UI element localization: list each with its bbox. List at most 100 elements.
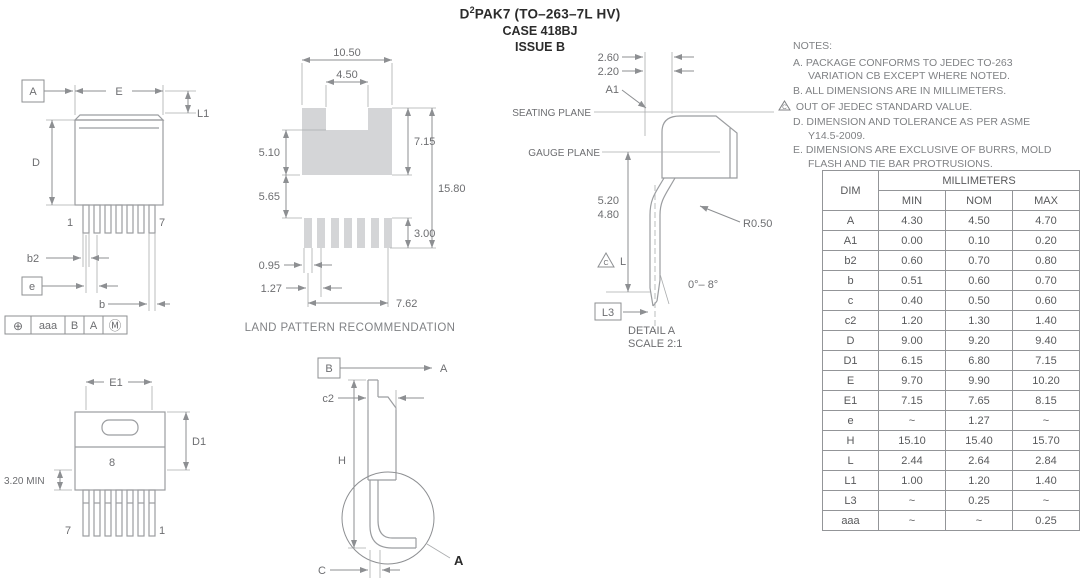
lp-notch-width-label: 4.50 bbox=[336, 69, 357, 81]
table-cell-dim: D bbox=[822, 330, 879, 351]
table-cell-min: 0.51 bbox=[878, 270, 946, 291]
table-cell-nom: 15.40 bbox=[945, 430, 1013, 451]
table-cell-max: 8.15 bbox=[1012, 390, 1080, 411]
notes-heading: NOTES: bbox=[793, 40, 833, 52]
table-cell-nom: 6.80 bbox=[945, 350, 1013, 371]
dim-b-label: b bbox=[99, 299, 105, 311]
table-cell-min: 15.10 bbox=[878, 430, 946, 451]
table-cell-dim: e bbox=[822, 410, 879, 431]
table-cell-max: 2.84 bbox=[1012, 450, 1080, 471]
dim-c2-label: c2 bbox=[322, 393, 334, 405]
detail-a-callout-label: A bbox=[454, 553, 464, 568]
table-cell-max: ~ bbox=[1012, 490, 1080, 511]
lp-width-overall-label: 10.50 bbox=[333, 47, 361, 59]
table-cell-max: 10.20 bbox=[1012, 370, 1080, 391]
note-a-text: PACKAGE CONFORMS TO JEDEC TO-263 VARIATI… bbox=[805, 56, 1013, 83]
lp-overall-height-label: 15.80 bbox=[438, 183, 466, 195]
pin-1-label: 1 bbox=[67, 217, 73, 229]
table-cell-min: 9.00 bbox=[878, 330, 946, 351]
lp-span-label: 7.62 bbox=[396, 298, 417, 310]
view-arrow-a-label: A bbox=[440, 363, 448, 375]
table-cell-nom: 1.20 bbox=[945, 470, 1013, 491]
title-superscript: 2 bbox=[469, 5, 475, 15]
notes-section: NOTES: A. PACKAGE CONFORMS TO JEDEC TO-2… bbox=[778, 40, 1053, 173]
note-a: A. PACKAGE CONFORMS TO JEDEC TO-263 VARI… bbox=[793, 57, 1053, 84]
table-cell-nom: 9.20 bbox=[945, 330, 1013, 351]
land-pattern-extension-lines bbox=[282, 63, 436, 307]
detail-reference-lines bbox=[594, 52, 774, 332]
table-cell-min: 2.44 bbox=[878, 450, 946, 471]
table-cell-dim: b bbox=[822, 270, 879, 291]
side-view-drawing: B A c2 H C A bbox=[317, 357, 464, 578]
datum-b-label: B bbox=[325, 363, 332, 375]
table-cell-dim: D1 bbox=[822, 350, 879, 371]
table-cell-min: 1.20 bbox=[878, 310, 946, 331]
table-cell-dim: c bbox=[822, 290, 879, 311]
dim-480-label: 4.80 bbox=[598, 209, 619, 221]
detail-a-caption: DETAIL A bbox=[628, 325, 676, 337]
table-cell-nom: 0.50 bbox=[945, 290, 1013, 311]
table-cell-dim: aaa bbox=[822, 510, 879, 531]
table-cell-max: 9.40 bbox=[1012, 330, 1080, 351]
table-cell-nom: 7.65 bbox=[945, 390, 1013, 411]
table-cell-dim: L1 bbox=[822, 470, 879, 491]
front-view-drawing: A E L1 D 1 7 b2 e b ⊕ aaa B A Ⓜ bbox=[4, 79, 209, 335]
dim-e-label: E bbox=[115, 86, 122, 98]
table-cell-min: 7.15 bbox=[878, 390, 946, 411]
table-header-min: MIN bbox=[878, 190, 946, 211]
detail-dimension-lines bbox=[594, 54, 741, 321]
dim-220-label: 2.20 bbox=[598, 66, 619, 78]
page-title: D2PAK7 (TO–263–7L HV) bbox=[390, 5, 690, 22]
note-d-text: DIMENSION AND TOLERANCE AS PER ASME Y14.… bbox=[806, 116, 1031, 142]
front-view-extension-lines bbox=[46, 85, 196, 311]
table-cell-dim: L3 bbox=[822, 490, 879, 511]
land-pattern-pads bbox=[302, 108, 392, 248]
table-cell-max: 15.70 bbox=[1012, 430, 1080, 451]
table-header-dim: DIM bbox=[822, 170, 879, 211]
table-header-max: MAX bbox=[1012, 190, 1080, 211]
table-cell-max: 7.15 bbox=[1012, 350, 1080, 371]
case-number: CASE 418BJ bbox=[502, 23, 578, 38]
note-d-label: D. bbox=[793, 116, 804, 129]
table-cell-nom: 0.70 bbox=[945, 250, 1013, 271]
land-pattern-dimension-lines bbox=[283, 57, 435, 306]
package-side-view-outline bbox=[341, 379, 435, 565]
table-cell-min: ~ bbox=[878, 410, 946, 431]
table-cell-max: 0.80 bbox=[1012, 250, 1080, 271]
table-cell-dim: c2 bbox=[822, 310, 879, 331]
title-rest: PAK7 (TO–263–7L HV) bbox=[474, 6, 621, 22]
side-view-extension-lines bbox=[348, 379, 451, 578]
front-view-dimension-lines bbox=[4, 79, 191, 335]
note-c: C OUT OF JEDEC STANDARD VALUE. bbox=[778, 99, 1053, 116]
dim-b2-label: b2 bbox=[27, 253, 39, 265]
table-cell-max: 0.25 bbox=[1012, 510, 1080, 531]
dim-260-label: 2.60 bbox=[598, 52, 619, 64]
table-cell-dim: A1 bbox=[822, 230, 879, 251]
title-prefix: D bbox=[459, 6, 470, 22]
package-top-view-outline bbox=[73, 114, 165, 234]
dim-h-label: H bbox=[338, 455, 346, 467]
table-cell-nom: 0.10 bbox=[945, 230, 1013, 251]
table-cell-nom: 0.60 bbox=[945, 270, 1013, 291]
table-cell-max: 0.70 bbox=[1012, 270, 1080, 291]
table-cell-nom: 1.30 bbox=[945, 310, 1013, 331]
table-cell-max: 0.60 bbox=[1012, 290, 1080, 311]
lead-angle-label: 0°– 8° bbox=[688, 279, 718, 291]
table-cell-min: ~ bbox=[878, 490, 946, 511]
package-back-view-outline bbox=[74, 411, 166, 537]
dim-l1-label: L1 bbox=[197, 108, 209, 120]
table-cell-nom: 9.90 bbox=[945, 370, 1013, 391]
lp-pin-height-label: 3.00 bbox=[414, 228, 435, 240]
table-cell-max: 0.20 bbox=[1012, 230, 1080, 251]
table-header-millimeters: MILLIMETERS bbox=[878, 170, 1080, 191]
table-cell-min: 1.00 bbox=[878, 470, 946, 491]
